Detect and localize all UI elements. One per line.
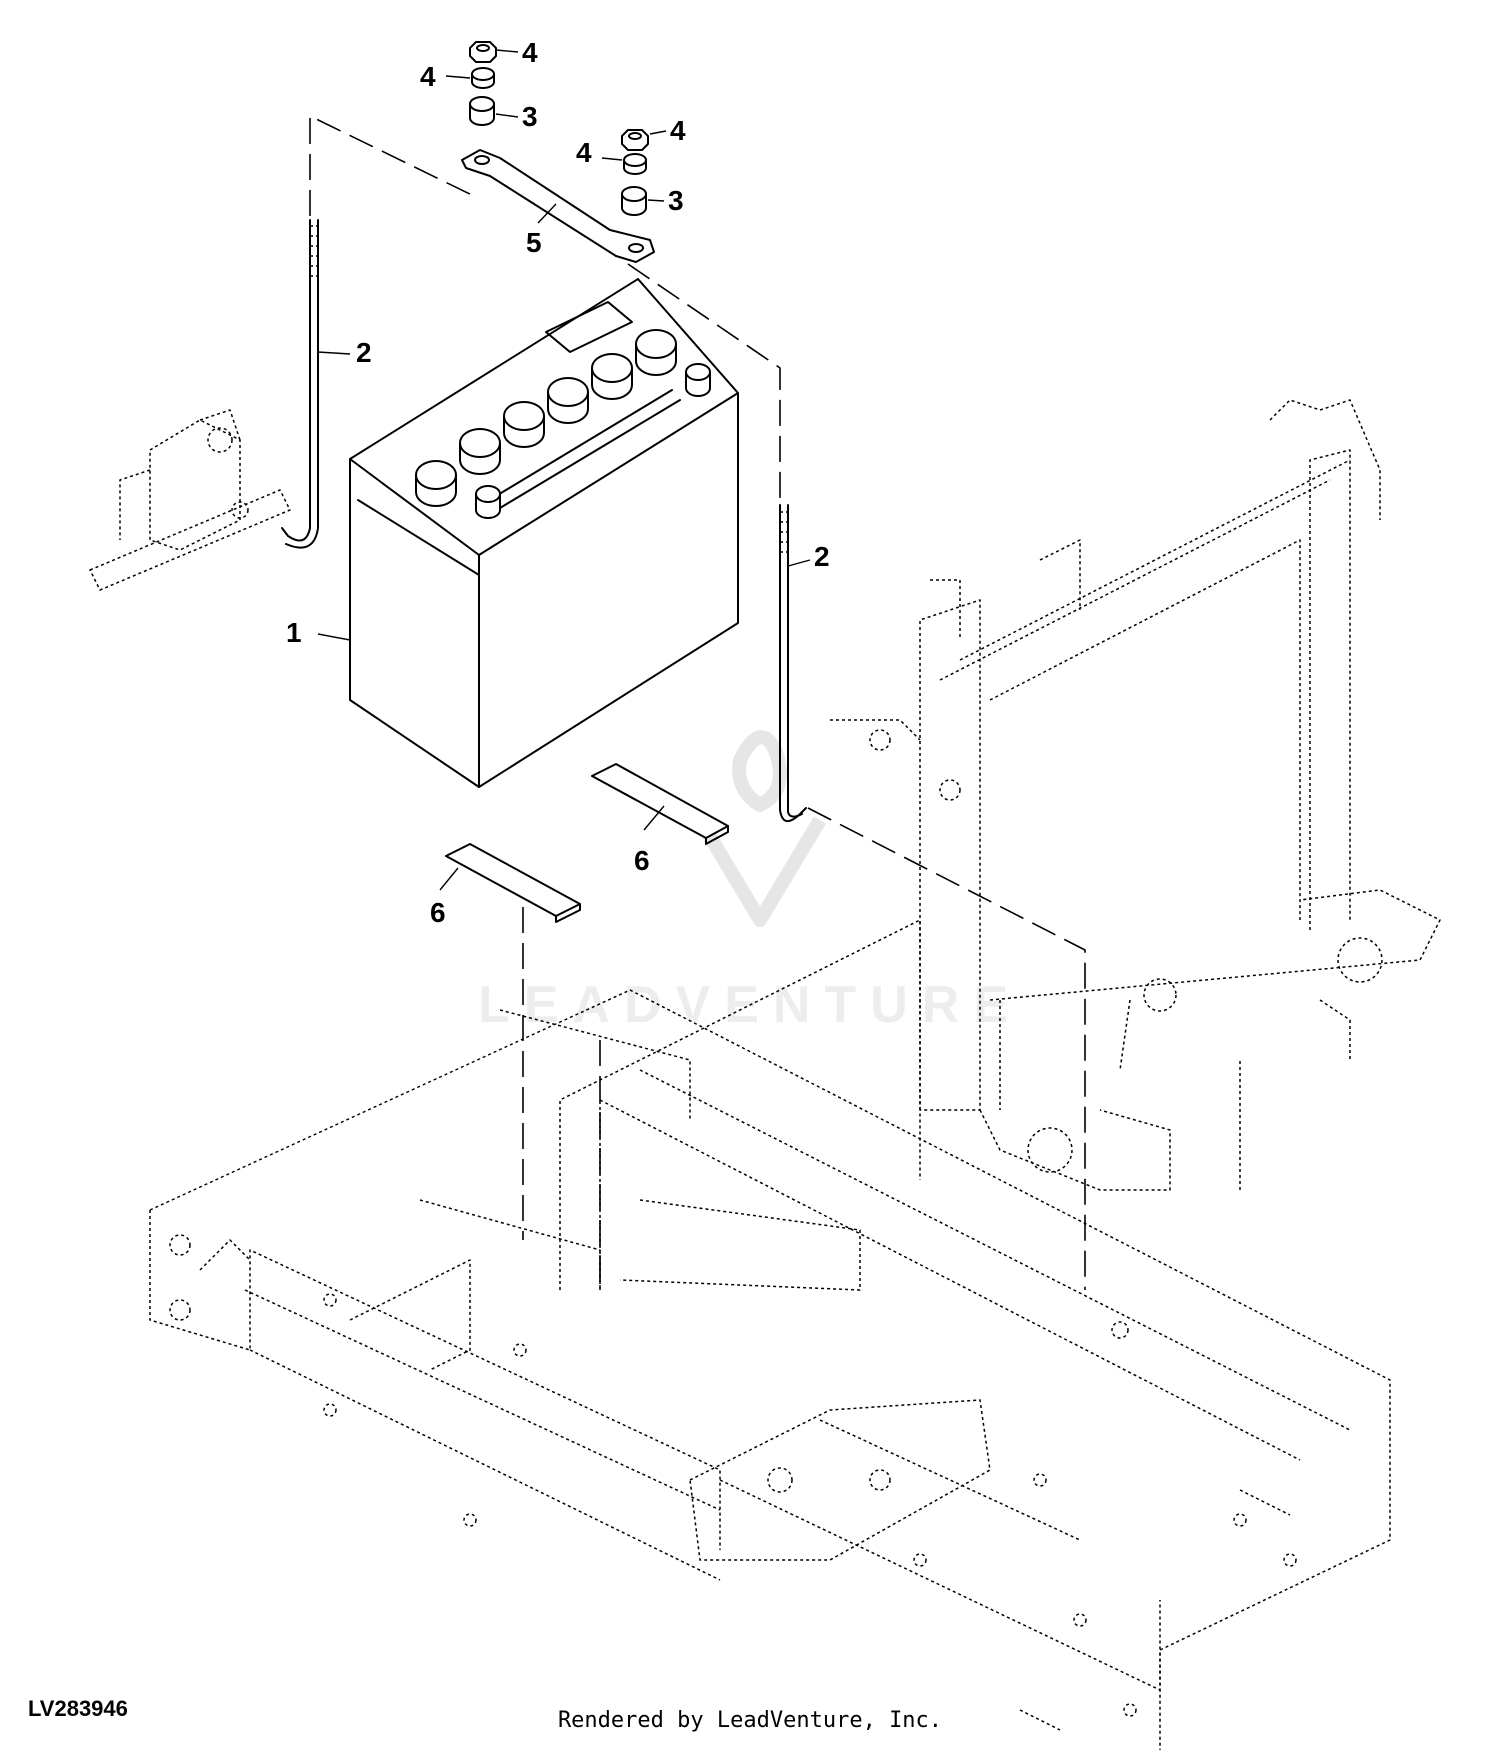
left-mounting-bracket (89, 409, 291, 591)
spacer-left[interactable] (469, 96, 495, 126)
battery[interactable] (349, 278, 739, 788)
battery-terminals (475, 363, 711, 519)
washer-right[interactable] (623, 153, 647, 175)
hold-down-rod-left[interactable] (281, 219, 319, 549)
callout-1-battery: 1 (286, 617, 302, 648)
hold-down-rod-right[interactable] (779, 504, 807, 822)
callout-4-washer-right: 4 (576, 137, 592, 168)
clamp-bar[interactable] (461, 149, 655, 263)
callout-2-rod-left: 2 (356, 337, 372, 368)
callout-3-spacer-right: 3 (668, 185, 684, 216)
drawing-id: LV283946 (28, 1696, 128, 1721)
hood-support-frame (830, 399, 1441, 1491)
callout-6-pad-lower: 6 (430, 897, 446, 928)
battery-cell-caps (415, 329, 677, 507)
nut-top-left[interactable] (469, 41, 497, 63)
callout-2-rod-right: 2 (814, 541, 830, 572)
render-credit: Rendered by LeadVenture, Inc. (557, 1708, 943, 1733)
leader-lines (317, 49, 811, 891)
washer-left[interactable] (471, 67, 495, 89)
pad-lower[interactable] (445, 843, 581, 923)
callout-6-pad-upper: 6 (634, 845, 650, 876)
tractor-frame (149, 919, 1391, 1750)
callout-4-nut-top-right: 4 (670, 115, 686, 146)
callout-4-nut-top-left: 4 (522, 37, 538, 68)
spacer-right[interactable] (621, 186, 647, 216)
callout-4-washer-left: 4 (420, 61, 436, 92)
alignment-lines (309, 114, 1086, 1290)
callout-3-spacer-left: 3 (522, 101, 538, 132)
callout-labels: 4 4 3 4 4 3 5 2 2 1 6 6 (286, 37, 830, 928)
callout-5-clamp-bar: 5 (526, 227, 542, 258)
nut-top-right[interactable] (621, 129, 649, 151)
pad-upper[interactable] (591, 763, 729, 845)
